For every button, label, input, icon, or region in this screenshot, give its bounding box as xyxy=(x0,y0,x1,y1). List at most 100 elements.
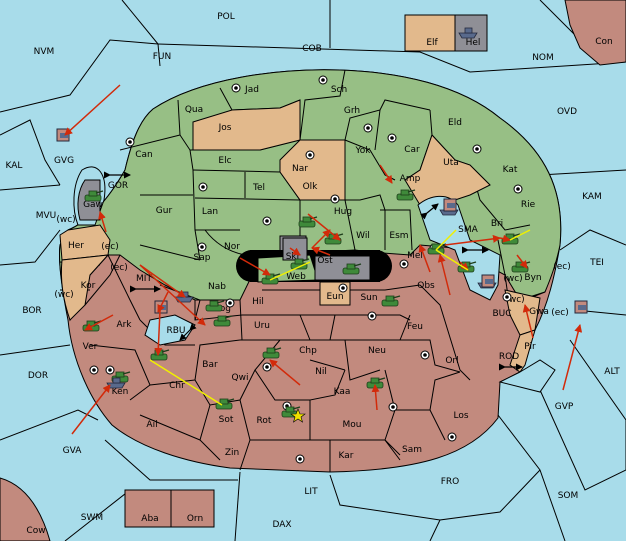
move-order-arrow xyxy=(418,244,431,273)
label-kat: Kat xyxy=(503,165,518,175)
move-order-arrow xyxy=(139,264,186,298)
support-order-line xyxy=(509,229,531,241)
sea-sma[interactable] xyxy=(417,195,501,301)
label-pir: Pir xyxy=(524,342,536,352)
swap-arrow-icon xyxy=(179,323,197,341)
move-order-arrow xyxy=(379,164,393,184)
sea-label-dax: DAX xyxy=(272,520,291,530)
supply-center-icon xyxy=(305,150,315,160)
label-zin: Zin xyxy=(225,448,239,458)
sea-label-ec: (ec) xyxy=(110,263,128,273)
move-order-arrow xyxy=(289,247,301,256)
sea-label-gvg: GVG xyxy=(54,156,74,166)
region-jos[interactable] xyxy=(192,99,301,151)
label-tel: Tel xyxy=(252,183,265,193)
label-orl: Orl xyxy=(445,356,458,366)
label-ail: Ail xyxy=(146,420,157,430)
label-sap: Sap xyxy=(194,253,211,263)
support-order-line xyxy=(149,359,223,406)
label-hug: Hug xyxy=(334,207,352,217)
label-ver: Ver xyxy=(83,342,98,352)
sea-label-wc: (wc) xyxy=(54,290,73,300)
sea-label-wc: (wc) xyxy=(56,215,75,225)
region-orn[interactable] xyxy=(170,489,215,528)
label-ken: Ken xyxy=(112,387,129,397)
label-jad: Jad xyxy=(244,85,259,95)
sea-label-kal: KAL xyxy=(6,161,23,171)
star-icon xyxy=(290,408,306,423)
move-order-arrow xyxy=(98,211,107,233)
move-order-arrow xyxy=(437,254,451,296)
sea-label-elf: Elf xyxy=(426,38,438,48)
label-nar: Nar xyxy=(292,164,308,174)
label-sam: Sam xyxy=(402,445,422,455)
units xyxy=(56,27,588,423)
region-con[interactable] xyxy=(564,0,626,66)
supply-center-icon xyxy=(388,402,398,412)
sea-label-gva: GVA xyxy=(63,446,83,456)
supply-center-icon xyxy=(363,123,373,133)
support-order-line xyxy=(435,249,469,271)
region-kor[interactable] xyxy=(60,254,110,321)
label-wil: Wil xyxy=(356,231,370,241)
label-amp: Amp xyxy=(400,174,421,184)
move-order-arrow xyxy=(239,257,271,276)
supply-center-icon xyxy=(318,75,328,85)
supply-center-icon xyxy=(225,298,235,308)
sea-rod-channel[interactable] xyxy=(498,359,556,393)
label-web: Web xyxy=(286,272,306,282)
supply-center-icon xyxy=(447,432,457,442)
label-sch: Sch xyxy=(331,85,347,95)
region-nar[interactable] xyxy=(279,139,346,201)
region-uta[interactable] xyxy=(404,134,491,206)
sea-label-fun: FUN xyxy=(153,52,172,62)
label-sun: Sun xyxy=(360,293,377,303)
support-order-line xyxy=(269,261,311,281)
supply-center-icon xyxy=(502,292,512,302)
sea-label-alt: ALT xyxy=(604,367,620,377)
label-obs: Obs xyxy=(417,281,435,291)
sea-label-rod: ROD xyxy=(499,352,519,362)
label-gwa: Gwa xyxy=(529,307,549,317)
label-uta: Uta xyxy=(443,158,459,168)
move-order-arrow xyxy=(311,246,331,256)
label-bri: Bri xyxy=(491,219,503,229)
sea-label-kam: KAM xyxy=(582,192,602,202)
label-her: Her xyxy=(68,241,84,251)
supply-center-icon xyxy=(513,184,523,194)
sea-label-gvp: GVP xyxy=(555,402,574,412)
move-order-arrow xyxy=(522,304,534,339)
supply-center-icon xyxy=(231,83,241,93)
sea-label-con: Con xyxy=(595,37,613,47)
region-ost-center[interactable] xyxy=(314,255,371,281)
label-eun: Eun xyxy=(326,292,343,302)
label-chr: Chr xyxy=(169,381,185,391)
label-esm: Esm xyxy=(389,231,408,241)
sea-label-tei: TEI xyxy=(589,258,604,268)
label-nab: Nab xyxy=(208,282,226,292)
move-order-arrow xyxy=(307,213,341,241)
label-mel: Mel xyxy=(407,251,423,261)
order-arrows xyxy=(64,84,583,435)
region-elf[interactable] xyxy=(404,14,456,52)
label-qua: Qua xyxy=(185,105,203,115)
sea-label-ec: (ec) xyxy=(553,262,571,272)
label-can: Can xyxy=(135,150,153,160)
label-chp: Chp xyxy=(299,346,317,356)
sea-label-wc: (wc) xyxy=(505,295,524,305)
sea-label-lit: LIT xyxy=(304,487,318,497)
supply-center-icon xyxy=(262,362,272,372)
label-kaa: Kaa xyxy=(334,387,351,397)
move-order-arrow xyxy=(444,234,501,246)
sea-label-ec: (ec) xyxy=(101,242,119,252)
sea-label-bor: BOR xyxy=(22,306,41,316)
label-uru: Uru xyxy=(254,321,270,331)
supply-center-icon xyxy=(295,454,305,464)
sea-label-dor: DOR xyxy=(28,371,48,381)
sea-label-ec: (ec) xyxy=(551,308,569,318)
label-olk: Olk xyxy=(303,182,319,192)
supply-center-icon xyxy=(387,133,397,143)
label-kor: Kor xyxy=(81,281,96,291)
